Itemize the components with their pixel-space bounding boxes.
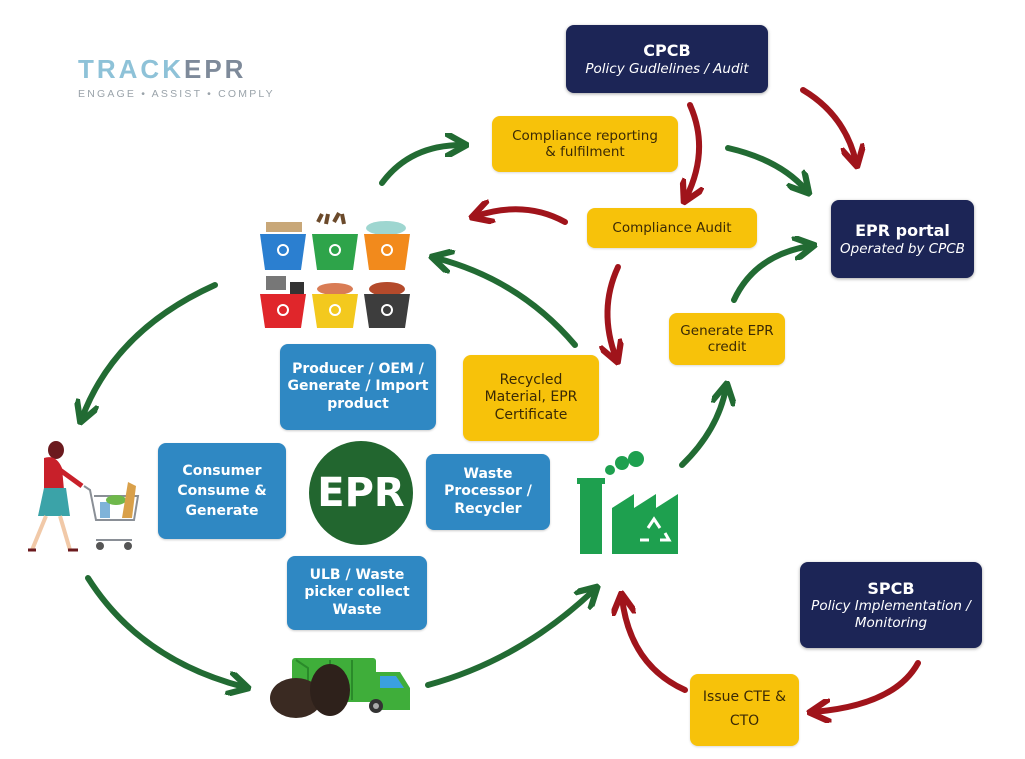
recycled-material-box: Recycled Material, EPR Certificate xyxy=(463,355,599,441)
recycle-bins-icon xyxy=(260,212,410,328)
generate-epr-credit-line2: credit xyxy=(707,339,747,355)
consumer-line2: Consume & xyxy=(177,482,267,499)
compliance-reporting-line1: Compliance reporting xyxy=(512,127,658,144)
producer-line2: Generate / Import xyxy=(287,378,429,395)
consumer-line3: Generate xyxy=(185,503,259,520)
generate-epr-credit-line1: Generate EPR xyxy=(680,322,774,339)
arrow-cpcb-to-audit xyxy=(686,102,699,198)
spcb-subtitle-line1: Policy Implementation / xyxy=(811,598,971,615)
compliance-audit-box: Compliance Audit xyxy=(587,208,757,248)
arrow-credit-to-portal xyxy=(731,246,810,303)
logo-wordmark: TRACKEPR xyxy=(78,54,246,85)
producer-box: Producer / OEM / Generate / Import produ… xyxy=(280,344,436,430)
spcb-box: SPCB Policy Implementation / Monitoring xyxy=(800,562,982,648)
ulb-box: ULB / Waste picker collect Waste xyxy=(287,556,427,630)
epr-center-circle: EPR xyxy=(309,441,413,545)
logo-tagline: ENGAGE • ASSIST • COMPLY xyxy=(78,88,275,100)
cpcb-box: CPCB Policy Gudlelines / Audit xyxy=(566,25,768,93)
arrow-audit-to-factory xyxy=(607,264,618,358)
cpcb-title: CPCB xyxy=(643,41,691,60)
spcb-subtitle-line2: Monitoring xyxy=(854,614,928,631)
epr-portal-subtitle: Operated by CPCB xyxy=(840,240,965,257)
compliance-reporting-box: Compliance reporting & fulfilment xyxy=(492,116,678,172)
consumer-box: Consumer Consume & Generate xyxy=(158,443,286,539)
recycled-material-line2: Material, EPR xyxy=(484,389,578,406)
ulb-line2: picker collect xyxy=(304,584,410,601)
cpcb-subtitle: Policy Gudlelines / Audit xyxy=(585,60,749,77)
spcb-title: SPCB xyxy=(867,578,915,598)
processor-line2: Processor / xyxy=(444,483,532,500)
processor-box: Waste Processor / Recycler xyxy=(426,454,550,530)
epr-portal-box: EPR portal Operated by CPCB xyxy=(831,200,974,278)
compliance-audit-label: Compliance Audit xyxy=(612,219,732,236)
producer-line1: Producer / OEM / xyxy=(292,361,424,378)
arrow-truck-to-factory xyxy=(425,590,594,688)
ulb-line3: Waste xyxy=(332,601,382,618)
epr-portal-title: EPR portal xyxy=(855,221,950,240)
logo-track: TRACK xyxy=(78,54,184,84)
issue-cte-cto-box: Issue CTE & CTO xyxy=(690,674,799,746)
issue-cte-cto-line1: Issue CTE & xyxy=(702,689,787,706)
issue-cte-cto-line2: CTO xyxy=(729,713,760,729)
arrow-spcb-to-cte xyxy=(814,660,921,712)
shopper-with-cart-icon xyxy=(28,441,140,552)
arrow-cte-to-factory xyxy=(622,598,688,693)
arrow-factory-to-credit xyxy=(679,388,726,468)
arrow-consumer-to-truck xyxy=(85,575,244,687)
ulb-line1: ULB / Waste xyxy=(309,567,405,584)
producer-line3: product xyxy=(327,395,389,412)
processor-line1: Waste xyxy=(463,466,513,483)
arrow-bins-to-consumer xyxy=(82,282,218,418)
recycled-material-line3: Certificate xyxy=(494,406,568,423)
arrow-audit-to-bins xyxy=(476,209,568,222)
consumer-line1: Consumer xyxy=(182,462,262,479)
arrow-cpcb-to-portal xyxy=(800,87,856,162)
recycling-factory-icon xyxy=(577,451,678,554)
arrow-reporting-to-portal xyxy=(725,145,806,190)
compliance-reporting-line2: & fulfilment xyxy=(545,144,625,160)
arrow-recycled-to-bins xyxy=(436,258,578,348)
garbage-truck-icon xyxy=(270,658,410,718)
recycled-material-line1: Recycled xyxy=(499,372,563,389)
logo-epr: EPR xyxy=(184,54,247,84)
processor-line3: Recycler xyxy=(454,500,522,517)
arrow-bins-to-reporting xyxy=(379,145,462,186)
generate-epr-credit-box: Generate EPR credit xyxy=(669,313,785,365)
